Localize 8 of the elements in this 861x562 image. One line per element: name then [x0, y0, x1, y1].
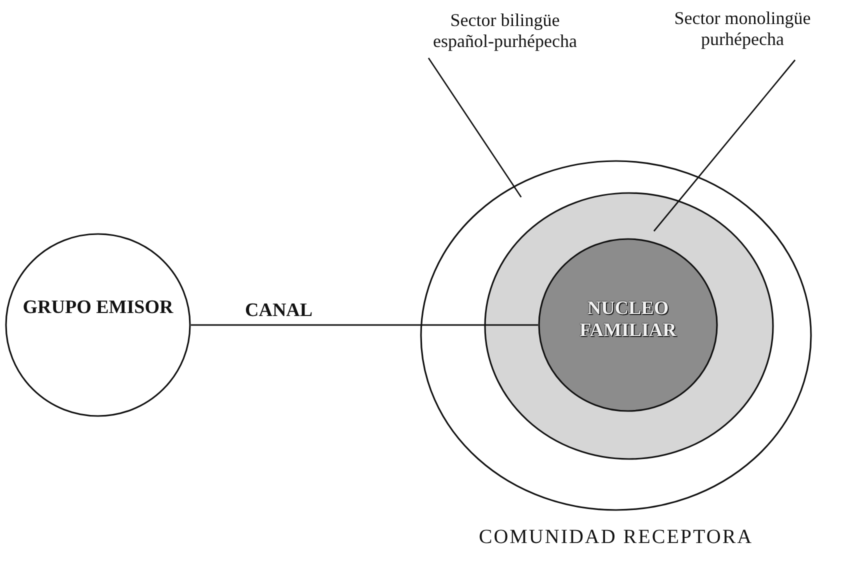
nucleus-circle	[538, 238, 718, 412]
node-label: NUCLEO FAMILIAR	[578, 298, 678, 342]
sender-circle	[5, 233, 191, 417]
community-caption: COMUNIDAD RECEPTORA	[478, 526, 754, 549]
sector-label: Sector monolingüe purhépecha	[673, 8, 812, 50]
bilingual-ring	[484, 192, 774, 460]
sector-label: Sector bilingüe español-purhépecha	[432, 10, 578, 52]
node-label: GRUPO EMISOR	[22, 297, 174, 319]
